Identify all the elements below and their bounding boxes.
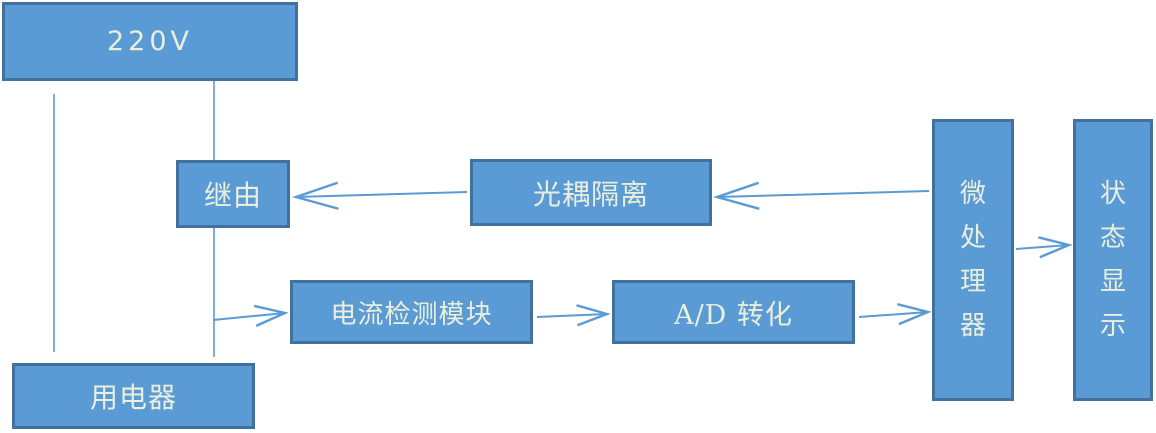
node-relay-label: 继由 <box>203 179 262 212</box>
node-relay: 继由 <box>176 160 290 228</box>
node-power-220v: 220V <box>2 2 298 81</box>
arrow-mcu-to-opto <box>712 181 930 210</box>
arrow-current-detect-to-adc <box>536 304 611 327</box>
arrow-opto-to-relay <box>291 181 468 210</box>
node-microprocessor-label: 微处理器 <box>959 179 986 341</box>
node-power-220v-label: 220V <box>106 26 193 57</box>
node-appliance: 用电器 <box>12 363 255 429</box>
node-microprocessor: 微处理器 <box>932 119 1014 401</box>
node-current-detect-module: 电流检测模块 <box>290 280 533 344</box>
arrow-mcu-to-status-display <box>1015 236 1073 259</box>
node-status-display-label: 状态显示 <box>1099 179 1126 341</box>
arrow-powerline-to-current-detect <box>212 304 289 327</box>
node-opto-isolation: 光耦隔离 <box>470 159 712 226</box>
node-status-display: 状态显示 <box>1073 119 1153 401</box>
node-ad-converter: A/D 转化 <box>612 280 855 344</box>
node-current-detect-module-label: 电流检测模块 <box>330 299 493 330</box>
node-opto-isolation-label: 光耦隔离 <box>532 177 649 211</box>
arrow-adc-to-mcu <box>858 303 932 326</box>
node-appliance-label: 用电器 <box>89 381 177 414</box>
node-ad-converter-label: A/D 转化 <box>674 299 793 331</box>
